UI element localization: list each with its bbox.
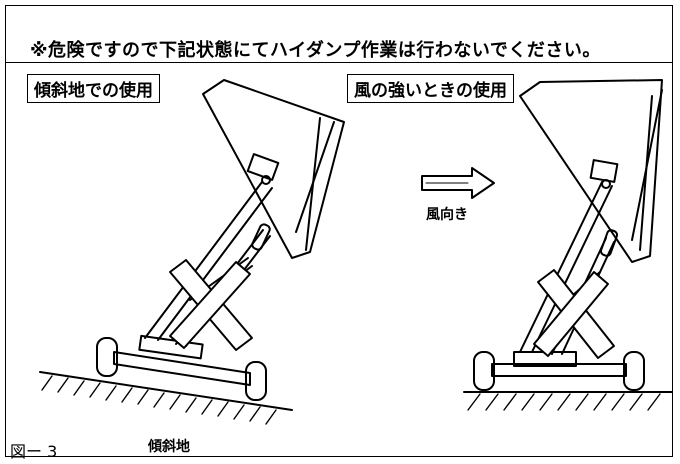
wind-arrow-icon [421,167,495,199]
strong-wind-usage-label: 風の強いときの使用 [347,74,514,103]
dumper-in-wind-drawing [463,79,673,411]
figure-number: 図ー 3 [10,442,58,461]
wind-direction-caption: 風向き [426,207,468,223]
prohibited-x-left [169,259,253,351]
dumper-on-slope-drawing [39,79,345,425]
warning-title: ※危険ですので下記状態にてハイダンプ作業は行わないでください。 [30,40,601,61]
slope-usage-label: 傾斜地での使用 [27,74,160,103]
prohibited-x-right [533,269,615,359]
header-band [5,5,673,63]
slope-caption: 傾斜地 [148,439,190,455]
figure-frame [5,5,673,457]
